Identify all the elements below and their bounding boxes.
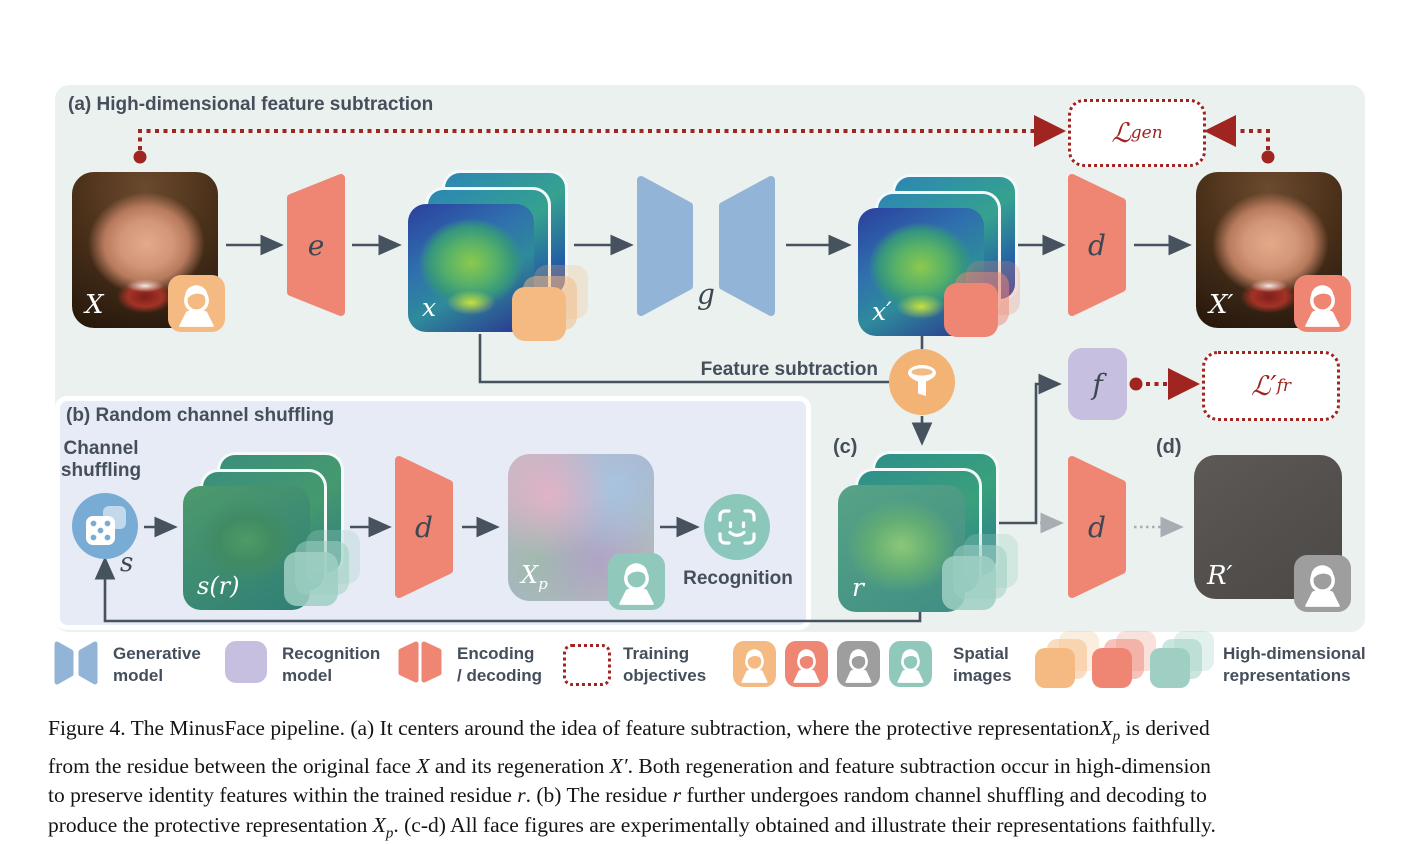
funnel-icon bbox=[889, 349, 955, 415]
decoder-d-b: d bbox=[395, 456, 453, 598]
label-r: r bbox=[852, 573, 864, 602]
channel-shuffling-label: Channel shuffling bbox=[60, 438, 142, 481]
legend-generative-model: Generative model bbox=[113, 644, 201, 685]
label-d-a: d bbox=[1088, 228, 1106, 262]
caption-line-1: Figure 4. The MinusFace pipeline. (a) It… bbox=[48, 716, 1210, 745]
legend-recognition-model: Recognition model bbox=[282, 644, 381, 685]
label-g: g bbox=[697, 278, 715, 311]
loss-fr-symbol: ℒ′ bbox=[1251, 370, 1277, 402]
decoder-d-c: d bbox=[1068, 456, 1126, 598]
face-badge-gray-icon bbox=[1294, 555, 1351, 612]
panel-c-label: (c) bbox=[833, 436, 858, 458]
spatial-image-teal-icon bbox=[889, 641, 932, 687]
face-badge-orange-icon bbox=[168, 275, 225, 332]
loss-fr-box: ℒ′fr bbox=[1202, 351, 1340, 421]
label-e: e bbox=[307, 228, 325, 262]
recognition-model-f: f bbox=[1068, 348, 1127, 420]
spatial-image-gray-icon bbox=[837, 641, 880, 687]
panel-a-title: (a) High-dimensional feature subtraction bbox=[68, 94, 434, 115]
label-d-c: d bbox=[1088, 510, 1106, 544]
legend-high-dimensional: High-dimensional representations bbox=[1223, 644, 1366, 685]
feature-stack-x-prime: x′ bbox=[858, 174, 1018, 336]
caption-line-3: to preserve identity features within the… bbox=[48, 783, 1207, 808]
spatial-image-orange-icon bbox=[733, 641, 776, 687]
loss-fr-subscript: fr bbox=[1276, 376, 1291, 396]
figure-caption: Figure 4. The MinusFace pipeline. (a) It… bbox=[48, 714, 1378, 844]
panel-b-title: (b) Random channel shuffling bbox=[66, 405, 335, 426]
encoder-e: e bbox=[287, 174, 345, 316]
feature-subtraction-label: Feature subtraction bbox=[700, 359, 878, 380]
spatial-image-red-icon bbox=[785, 641, 828, 687]
label-x-prime: x′ bbox=[872, 297, 892, 326]
label-X: X bbox=[85, 290, 104, 320]
recognition-label: Recognition bbox=[683, 568, 793, 589]
label-R-prime: R′ bbox=[1207, 561, 1233, 591]
generative-model-g: g bbox=[637, 176, 775, 316]
label-Xp: Xp bbox=[521, 561, 548, 593]
face-badge-red-icon bbox=[1294, 275, 1351, 332]
label-f: f bbox=[1092, 367, 1103, 401]
legend-encoding-decoding: Encoding / decoding bbox=[457, 644, 542, 685]
encoding-decoding-icon bbox=[398, 641, 442, 683]
residue-stack-r: r bbox=[838, 451, 999, 612]
label-X-prime: X′ bbox=[1209, 290, 1234, 320]
panel-d-label: (d) bbox=[1156, 436, 1182, 458]
loss-gen-symbol: ℒ bbox=[1111, 117, 1131, 149]
recognition-model-icon bbox=[225, 641, 267, 683]
label-s: s bbox=[120, 548, 134, 578]
legend-training-objectives: Training objectives bbox=[623, 644, 707, 685]
dice-shuffle-icon bbox=[72, 493, 138, 559]
decoder-d-a: d bbox=[1068, 174, 1126, 316]
label-d-b: d bbox=[415, 510, 433, 544]
loss-gen-subscript: gen bbox=[1130, 123, 1163, 143]
caption-line-2: from the residue between the original fa… bbox=[48, 753, 1211, 778]
face-badge-teal-icon bbox=[608, 553, 665, 610]
face-id-icon bbox=[704, 494, 770, 560]
caption-line-4: produce the protective representation Xp… bbox=[48, 812, 1216, 842]
legend-spatial-images: Spatial images bbox=[953, 644, 1012, 685]
label-x: x bbox=[422, 293, 437, 322]
generative-model-icon bbox=[54, 641, 98, 685]
label-s-r: s(r) bbox=[197, 572, 240, 600]
training-objectives-icon bbox=[563, 644, 611, 686]
